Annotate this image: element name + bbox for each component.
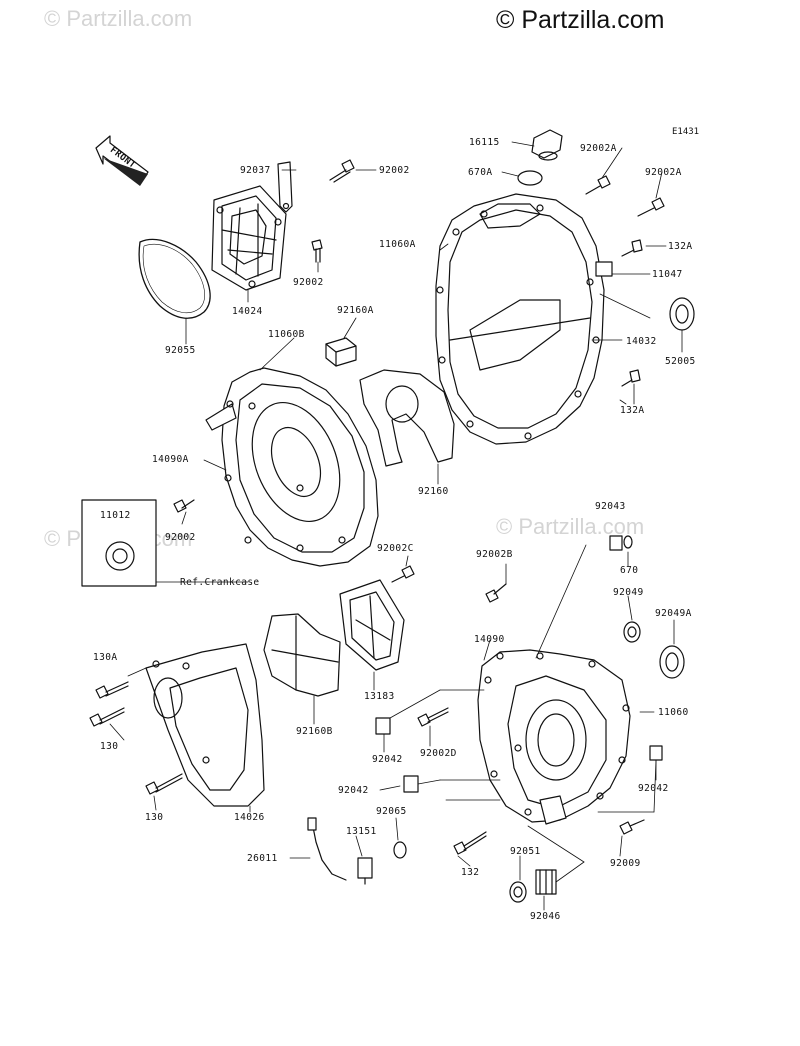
bolt-92002A-2 xyxy=(637,197,665,217)
oring-670 xyxy=(623,535,633,549)
part-label-132A[interactable]: 132A xyxy=(668,241,693,252)
strap-92037 xyxy=(277,161,293,213)
part-label-92002D[interactable]: 92002D xyxy=(420,748,457,759)
part-label-92065[interactable]: 92065 xyxy=(376,806,407,817)
cover-14026 xyxy=(145,643,265,807)
cover-14024 xyxy=(211,185,287,291)
washer-92065 xyxy=(393,841,407,859)
part-label-16115[interactable]: 16115 xyxy=(469,137,500,148)
part-label-11060A[interactable]: 11060A xyxy=(379,239,416,250)
bracket-11047 xyxy=(595,261,613,277)
part-label-92002B[interactable]: 92002B xyxy=(476,549,513,560)
part-label-26011[interactable]: 26011 xyxy=(247,853,278,864)
part-label-670[interactable]: 670 xyxy=(620,565,639,576)
part-label-92160B[interactable]: 92160B xyxy=(296,726,333,737)
part-label-14090A[interactable]: 14090A xyxy=(152,454,189,465)
oring-670A xyxy=(517,170,543,186)
part-label-14090[interactable]: 14090 xyxy=(474,634,505,645)
damper-92160B xyxy=(263,613,341,697)
part-label-92002-3[interactable]: 92002 xyxy=(165,532,196,543)
part-label-11060[interactable]: 11060 xyxy=(658,707,689,718)
part-label-92043[interactable]: 92043 xyxy=(595,501,626,512)
part-label-13183[interactable]: 13183 xyxy=(364,691,395,702)
part-label-14024[interactable]: 14024 xyxy=(232,306,263,317)
bolt-92002D xyxy=(417,707,449,727)
bolt-92002-mid xyxy=(311,239,323,263)
bolt-130-2 xyxy=(145,773,183,795)
bolt-132A-2 xyxy=(621,369,641,387)
watermark-main: © Partzilla.com xyxy=(496,6,665,34)
bolt-92002-top xyxy=(329,159,355,183)
bolt-92002-left xyxy=(173,499,195,513)
bolt-130-1 xyxy=(89,707,125,727)
part-label-11047[interactable]: 11047 xyxy=(652,269,683,280)
part-label-92049A[interactable]: 92049A xyxy=(655,608,692,619)
screw-92009 xyxy=(619,819,645,835)
part-label-92055[interactable]: 92055 xyxy=(165,345,196,356)
part-label-92037[interactable]: 92037 xyxy=(240,165,271,176)
cover-11060B xyxy=(205,367,379,567)
part-label-92002-2[interactable]: 92002 xyxy=(293,277,324,288)
part-label-670A[interactable]: 670A xyxy=(468,167,493,178)
front-arrow-icon xyxy=(95,135,149,186)
plug-92043 xyxy=(609,535,623,551)
gasket-92055 xyxy=(138,238,211,319)
part-label-92002A-2[interactable]: 92002A xyxy=(645,167,682,178)
part-label-92160A[interactable]: 92160A xyxy=(337,305,374,316)
bolt-132A-1 xyxy=(621,239,643,257)
damper-92160 xyxy=(359,369,455,467)
bolt-130A xyxy=(95,681,129,699)
seal-92049 xyxy=(623,621,641,643)
seal-92051 xyxy=(509,881,527,903)
part-label-92002[interactable]: 92002 xyxy=(379,165,410,176)
bolt-92002B xyxy=(485,583,507,603)
dowel-92042-3 xyxy=(649,745,663,761)
part-label-92002C[interactable]: 92002C xyxy=(377,543,414,554)
part-label-92046[interactable]: 92046 xyxy=(530,911,561,922)
part-label-13151[interactable]: 13151 xyxy=(346,826,377,837)
bolt-92002A-1 xyxy=(585,175,611,195)
part-label-132A-2[interactable]: 132A xyxy=(620,405,645,416)
box-11012 xyxy=(81,499,157,587)
part-label-11012[interactable]: 11012 xyxy=(100,510,131,521)
seal-52005 xyxy=(669,297,695,331)
part-label-14032[interactable]: 14032 xyxy=(626,336,657,347)
cover-11060 xyxy=(477,649,631,825)
watermark-mid-right: © Partzilla.com xyxy=(496,514,645,539)
part-label-130A[interactable]: 130A xyxy=(93,652,118,663)
dowel-92042-1 xyxy=(375,717,391,735)
part-label-132[interactable]: 132 xyxy=(461,867,480,878)
part-label-92042-2[interactable]: 92042 xyxy=(338,785,369,796)
watermark-top-left: © Partzilla.com xyxy=(44,6,193,31)
cover-11060A xyxy=(435,193,605,445)
leader-lines xyxy=(109,141,683,911)
part-label-92160[interactable]: 92160 xyxy=(418,486,449,497)
part-label-92009[interactable]: 92009 xyxy=(610,858,641,869)
ref-crankcase-note: Ref.Crankcase xyxy=(180,577,260,588)
seal-92049A xyxy=(659,645,685,679)
part-label-92002A[interactable]: 92002A xyxy=(580,143,617,154)
dowel-92042-2 xyxy=(403,775,419,793)
part-label-92049[interactable]: 92049 xyxy=(613,587,644,598)
part-label-11060B[interactable]: 11060B xyxy=(268,329,305,340)
part-label-92042[interactable]: 92042 xyxy=(372,754,403,765)
part-label-52005[interactable]: 52005 xyxy=(665,356,696,367)
bolt-132 xyxy=(453,831,487,855)
gasket-13183 xyxy=(339,579,405,671)
part-label-130[interactable]: 130 xyxy=(100,741,119,752)
part-label-130-2[interactable]: 130 xyxy=(145,812,164,823)
switch-13151 xyxy=(357,857,373,885)
bolt-92002C xyxy=(391,565,415,583)
damper-92160A xyxy=(325,337,357,367)
part-label-92051[interactable]: 92051 xyxy=(510,846,541,857)
part-label-92042-3[interactable]: 92042 xyxy=(638,783,669,794)
part-label-14026[interactable]: 14026 xyxy=(234,812,265,823)
oil-cap-16115 xyxy=(531,129,563,161)
seal-11012 xyxy=(105,541,135,571)
diagram-code: E1431 xyxy=(672,127,700,137)
wire-26011 xyxy=(311,821,347,881)
bearing-92046 xyxy=(535,869,557,895)
